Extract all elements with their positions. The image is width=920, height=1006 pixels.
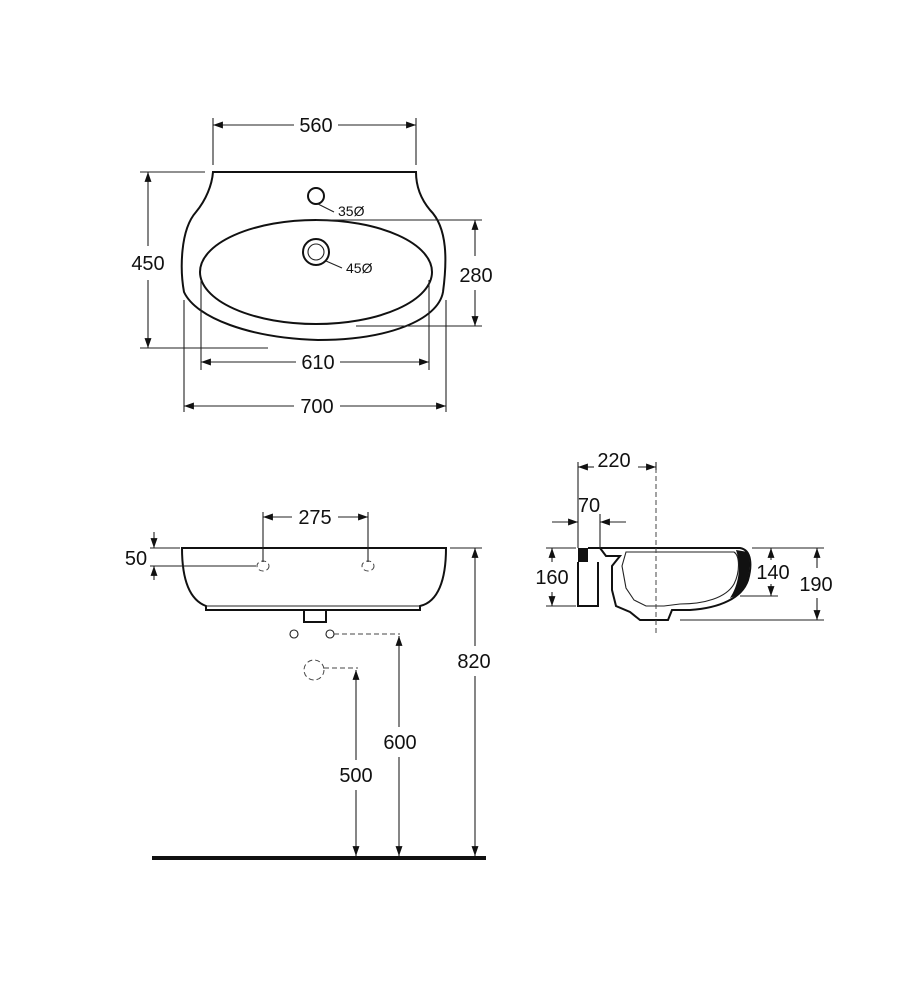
dim-220-label: 220	[597, 450, 630, 472]
dim-560-label: 560	[299, 115, 332, 137]
tap-hole	[307, 187, 325, 205]
dim-820-label: 820	[457, 651, 490, 673]
bowl-inner-top	[199, 219, 433, 325]
basin-outline-top	[180, 171, 447, 342]
dim-280-label: 280	[459, 265, 492, 287]
dim-70-label: 70	[578, 495, 600, 517]
dim-610-label: 610	[301, 352, 334, 374]
dim-50-label: 50	[125, 548, 147, 570]
drain-label: 45Ø	[346, 260, 373, 276]
dim-500-label: 500	[339, 765, 372, 787]
drain-inner	[307, 243, 325, 261]
waste-icon	[303, 659, 325, 681]
back-section	[577, 562, 599, 607]
dim-450-label: 450	[131, 253, 164, 275]
basin-rim-fill	[730, 550, 750, 598]
tap-hole-label: 35Ø	[338, 203, 365, 219]
waste-outlet	[303, 609, 327, 623]
top-view: 35Ø 45Ø 560 450 280 610 70	[131, 115, 492, 418]
tap-hole-left	[256, 560, 270, 572]
tap-hole-right	[361, 560, 375, 572]
dim-700-label: 700	[300, 396, 333, 418]
side-view: 220 70 160 140 190	[535, 450, 833, 634]
supply-left-icon	[289, 629, 299, 639]
wall-section	[578, 548, 588, 562]
basin-profile-inner	[621, 551, 740, 607]
dim-600-label: 600	[383, 732, 416, 754]
supply-right-icon	[325, 629, 335, 639]
front-view: 275 50 820 600 500	[125, 507, 491, 860]
drain-outer	[302, 238, 330, 266]
dim-190-label: 190	[799, 574, 832, 596]
basin-profile-outer	[588, 547, 752, 621]
dim-140-label: 140	[756, 562, 789, 584]
dim-160-label: 160	[535, 567, 568, 589]
dim-275-label: 275	[298, 507, 331, 529]
basin-outline-front	[180, 547, 448, 611]
